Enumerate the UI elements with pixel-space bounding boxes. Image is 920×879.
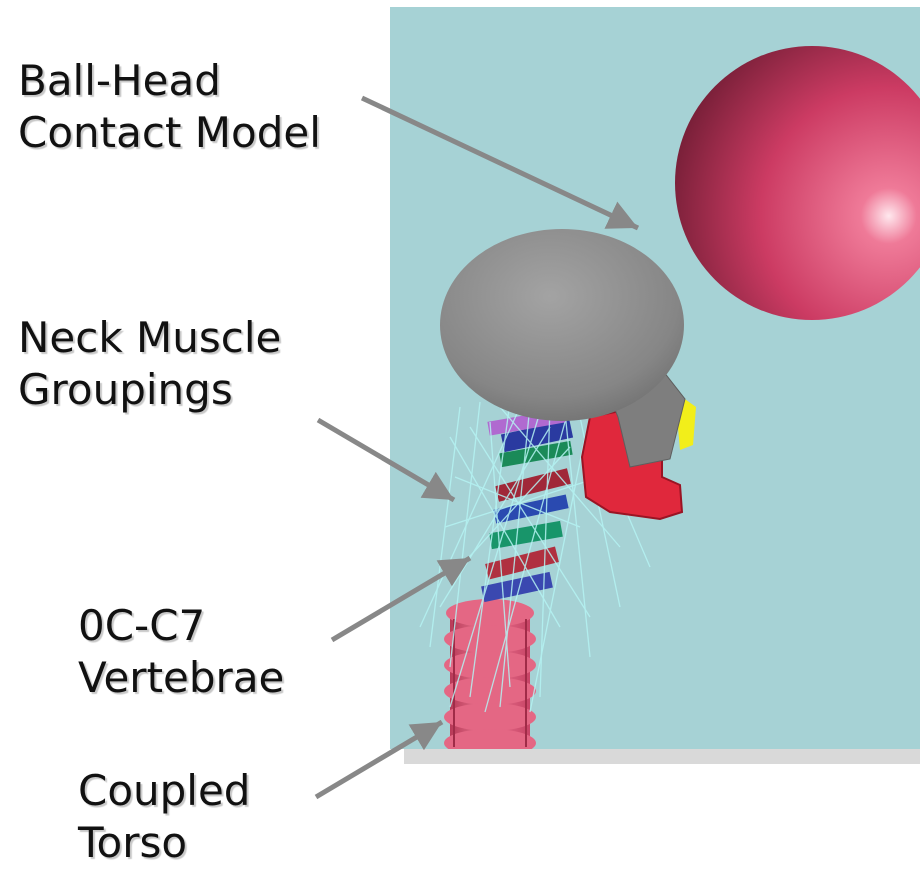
label-vertebrae: 0C-C7 Vertebrae	[78, 600, 284, 704]
label-ball-head-line1: Ball-Head	[18, 55, 321, 107]
label-vertebrae-line2: Vertebrae	[78, 652, 284, 704]
label-neck-line1: Neck Muscle	[18, 312, 281, 364]
model-render-panel	[390, 7, 920, 749]
label-vertebrae-line1: 0C-C7	[78, 600, 284, 652]
label-ball-head-contact-model: Ball-Head Contact Model	[18, 55, 321, 159]
label-neck-line2: Groupings	[18, 364, 281, 416]
skull	[440, 229, 684, 421]
label-torso-line2: Torso	[78, 817, 250, 869]
torso-segments	[444, 599, 536, 749]
label-neck-muscle-groupings: Neck Muscle Groupings	[18, 312, 281, 416]
label-coupled-torso: Coupled Torso	[78, 765, 250, 869]
label-ball-head-line2: Contact Model	[18, 107, 321, 159]
label-torso-line1: Coupled	[78, 765, 250, 817]
ball-sphere	[675, 46, 920, 320]
model-render	[390, 7, 920, 749]
